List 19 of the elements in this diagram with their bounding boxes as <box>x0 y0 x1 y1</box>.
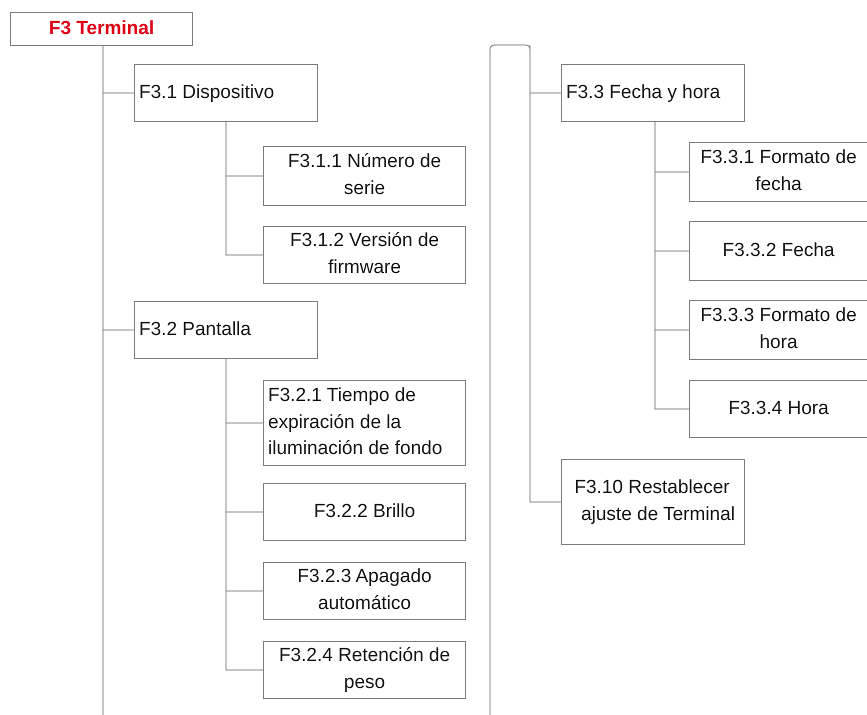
root-menu-box: F3 Terminal <box>10 12 193 46</box>
menu-box: F3.2 Pantalla <box>134 301 318 359</box>
menu-box: F3.2.1 Tiempo de expiración de la iluminación de fondo <box>263 380 466 466</box>
connector-line <box>226 122 264 256</box>
menu-box: F3.3 Fecha y hora <box>561 64 745 122</box>
menu-box: F3.3.3 Formato de hora <box>689 300 867 360</box>
menu-box: F3.1.2 Versión de firmware <box>263 226 466 284</box>
menu-box: F3.2.3 Apagado automático <box>263 562 466 620</box>
menu-box: F3.3.1 Formato de fecha <box>689 142 867 202</box>
connector-line <box>654 122 690 410</box>
connector-line <box>530 44 562 502</box>
menu-box: F3.1 Dispositivo <box>134 64 318 122</box>
menu-box: F3.3.4 Hora <box>689 380 867 438</box>
menu-box: F3.2.2 Brillo <box>263 483 466 541</box>
menu-box: F3.10 Restablecer ajuste de Terminal <box>561 459 745 545</box>
connector-line <box>102 46 134 330</box>
menu-box: F3.1.1 Número de serie <box>263 146 466 206</box>
menu-box: F3.2.4 Retención de peso <box>263 641 466 699</box>
menu-box: F3.3.2 Fecha <box>689 221 867 281</box>
